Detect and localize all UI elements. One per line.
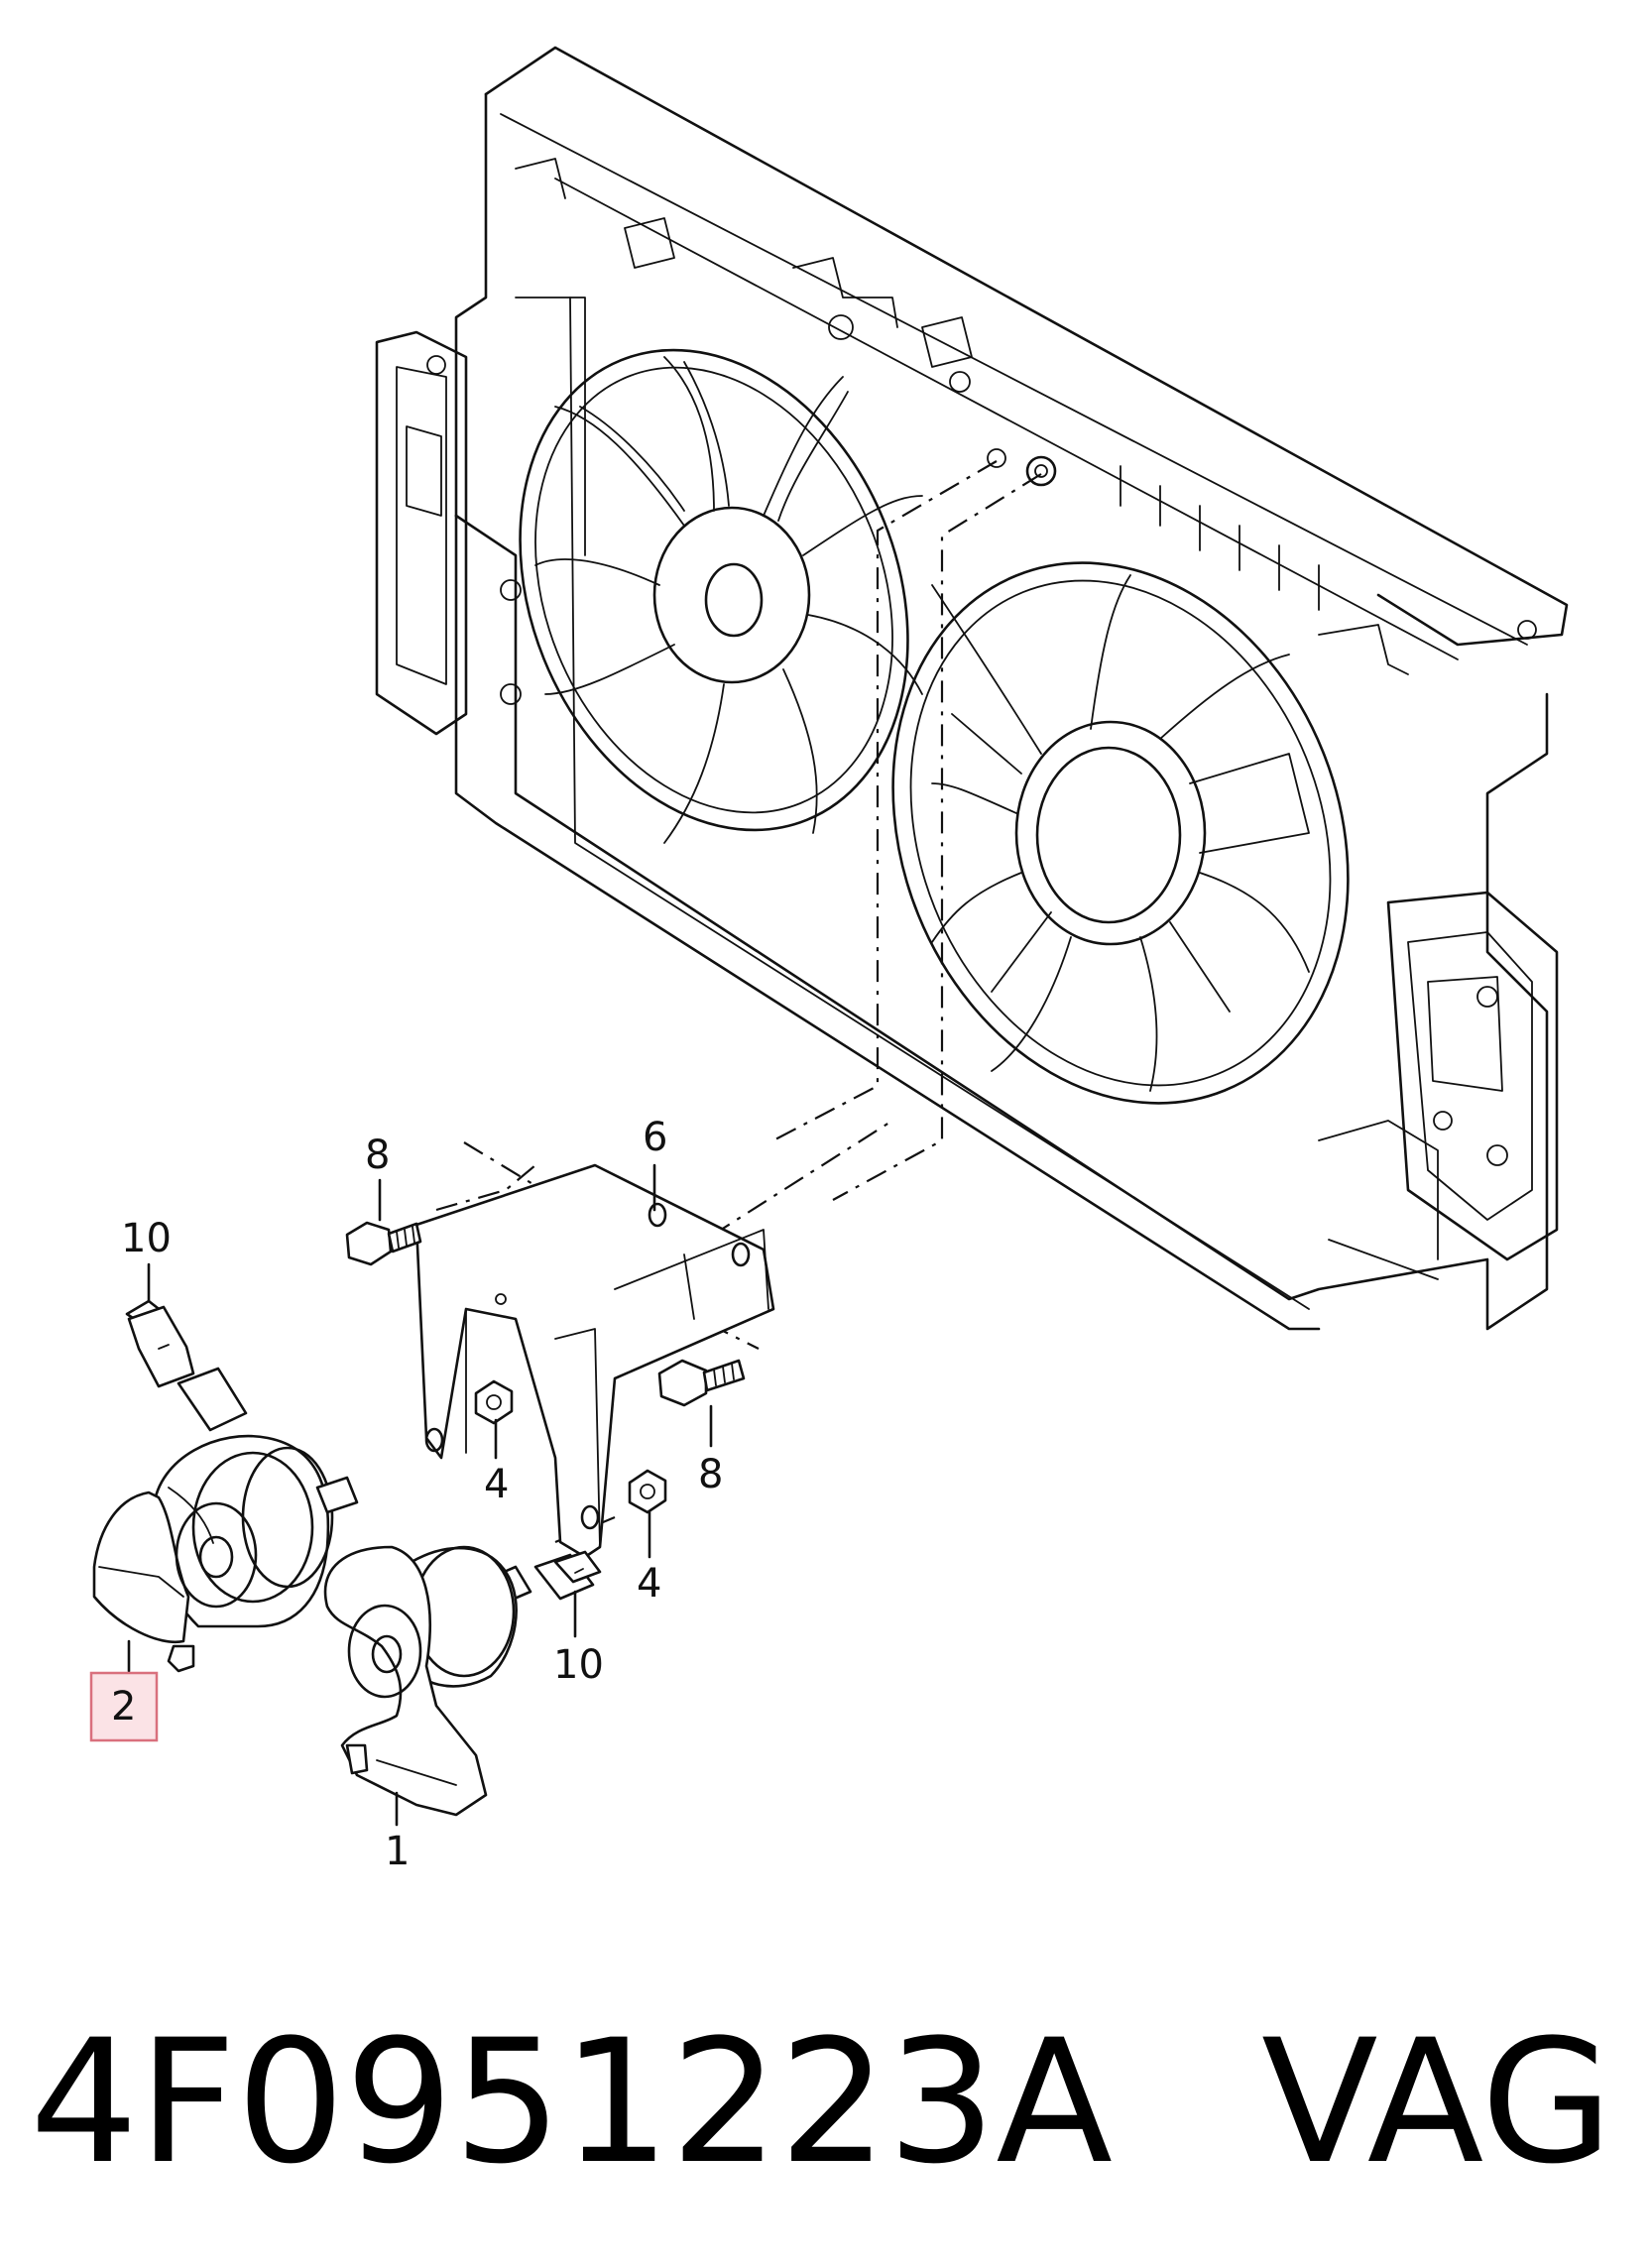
nut-lower xyxy=(628,1469,667,1514)
callout-10-upper: 10 xyxy=(121,1216,172,1261)
part-number: 4F0951223A xyxy=(30,2002,1114,2202)
connector-upper xyxy=(125,1299,248,1432)
horn-low-tone xyxy=(92,1434,359,1673)
part-number-caption: 4F0951223A VAG xyxy=(30,2003,1616,2202)
callouts: 8 6 10 4 8 4 10 1 2 xyxy=(89,1115,723,1874)
bolt-lower xyxy=(657,1359,746,1407)
callout-1: 1 xyxy=(385,1829,410,1874)
leader-lines xyxy=(127,1163,713,1827)
callout-8-lower: 8 xyxy=(698,1452,723,1497)
nut-upper xyxy=(474,1379,514,1425)
highlight-box xyxy=(89,1671,159,1742)
bolt-upper xyxy=(345,1221,422,1266)
callout-4-upper: 4 xyxy=(484,1462,509,1507)
horn-high-tone xyxy=(323,1545,518,1817)
callout-4-lower: 4 xyxy=(637,1561,661,1607)
callout-6: 6 xyxy=(643,1115,667,1160)
callout-8-upper: 8 xyxy=(365,1133,390,1178)
manufacturer-name: VAG xyxy=(1261,2002,1613,2202)
callout-10-lower: 10 xyxy=(553,1642,604,1688)
fan-shroud-assembly xyxy=(375,46,1569,1331)
callout-2-highlighted: 2 xyxy=(111,1684,136,1730)
horn-bracket xyxy=(414,1163,775,1559)
